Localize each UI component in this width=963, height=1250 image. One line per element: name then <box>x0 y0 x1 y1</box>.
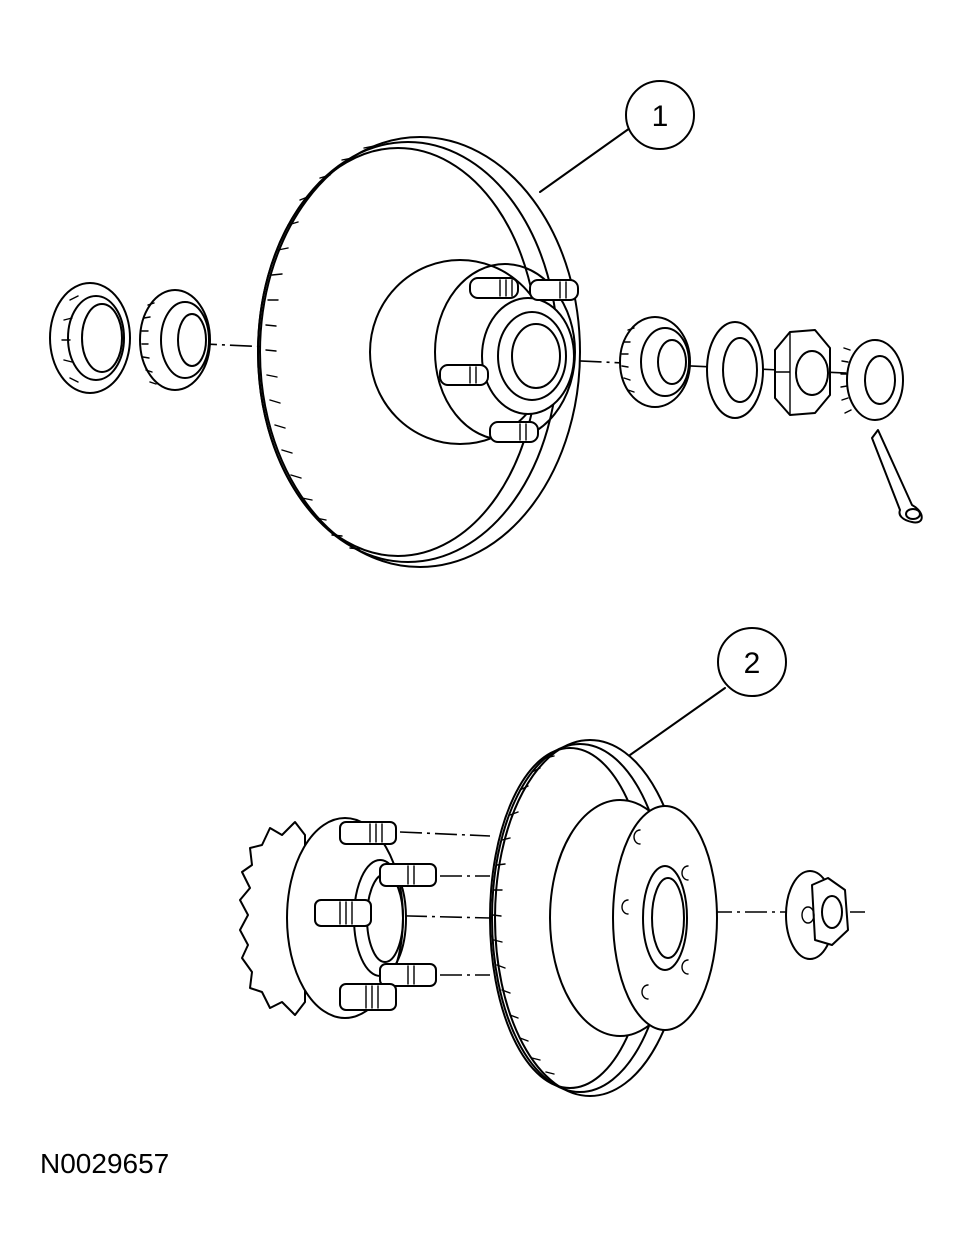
wheel-studs-2 <box>314 821 437 1011</box>
flange-nut <box>785 870 849 960</box>
thrust-washer <box>706 321 764 419</box>
inner-bearing <box>139 289 211 391</box>
grease-seal <box>49 282 131 394</box>
callout-2: 2 <box>717 627 787 697</box>
nut-retainer <box>840 339 904 421</box>
brake-rotor-2 <box>489 739 718 1097</box>
assembly-2-rotor-hub: 2 <box>239 627 865 1097</box>
tone-ring <box>239 821 306 1016</box>
leader-line-2 <box>629 687 726 756</box>
axis-line-2a <box>399 831 491 837</box>
outer-bearing <box>619 316 691 408</box>
callout-1-label: 1 <box>652 100 669 133</box>
callout-2-label: 2 <box>744 647 761 680</box>
hub-nut <box>774 329 831 416</box>
hub-flange <box>286 817 437 1019</box>
wheel-studs-1 <box>439 277 579 443</box>
leader-line-1 <box>539 127 631 193</box>
figure-id: N0029657 <box>40 1148 170 1179</box>
cotter-pin <box>871 429 923 524</box>
callout-1: 1 <box>625 80 695 150</box>
assembly-1-rotor-hub: 1 <box>49 80 923 568</box>
brake-rotor <box>257 136 581 568</box>
